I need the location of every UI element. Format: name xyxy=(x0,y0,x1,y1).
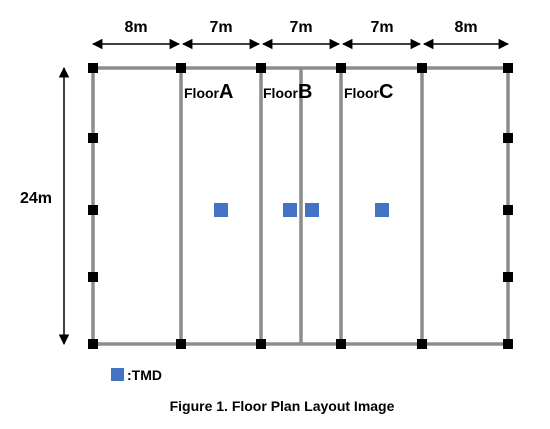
columns xyxy=(88,63,513,349)
legend-label: :TMD xyxy=(127,367,162,383)
column xyxy=(336,63,346,73)
column xyxy=(417,63,427,73)
column xyxy=(503,339,513,349)
floor-labels: FloorA FloorB FloorC xyxy=(184,81,393,103)
span-label-2: 7m xyxy=(209,19,232,36)
frame-lines xyxy=(91,66,510,346)
floor-label-c: FloorC xyxy=(344,81,393,103)
floor-label-b: FloorB xyxy=(263,81,312,103)
column xyxy=(88,339,98,349)
tmd-marker-floor-b-right xyxy=(305,203,319,217)
floor-prefix: Floor xyxy=(184,85,220,101)
span-dimensions: 8m 7m 7m 7m 8m xyxy=(91,19,510,50)
tmd-marker-floor-c xyxy=(375,203,389,217)
tmd-marker-floor-a xyxy=(214,203,228,217)
floor-label-a: FloorA xyxy=(184,81,233,103)
tmd-marker-floor-b-left xyxy=(283,203,297,217)
span-label-1: 8m xyxy=(124,19,147,36)
column xyxy=(503,63,513,73)
floor-letter: C xyxy=(379,81,393,103)
column xyxy=(176,339,186,349)
tmd-markers xyxy=(214,203,389,217)
figure-caption: Figure 1. Floor Plan Layout Image xyxy=(170,398,395,414)
column xyxy=(88,272,98,282)
column xyxy=(88,133,98,143)
floor-letter: A xyxy=(219,81,233,103)
span-label-4: 7m xyxy=(370,19,393,36)
column xyxy=(256,63,266,73)
column xyxy=(256,339,266,349)
column xyxy=(176,63,186,73)
legend-swatch xyxy=(111,368,124,381)
column xyxy=(503,272,513,282)
floor-prefix: Floor xyxy=(344,85,380,101)
height-dimension: 24m xyxy=(20,66,70,346)
span-label-5: 8m xyxy=(454,19,477,36)
legend: :TMD xyxy=(111,367,162,383)
column xyxy=(88,205,98,215)
span-label-3: 7m xyxy=(289,19,312,36)
column xyxy=(503,133,513,143)
column xyxy=(503,205,513,215)
floor-letter: B xyxy=(298,81,312,103)
column xyxy=(336,339,346,349)
floor-prefix: Floor xyxy=(263,85,299,101)
column xyxy=(88,63,98,73)
column xyxy=(417,339,427,349)
height-label: 24m xyxy=(20,190,52,207)
